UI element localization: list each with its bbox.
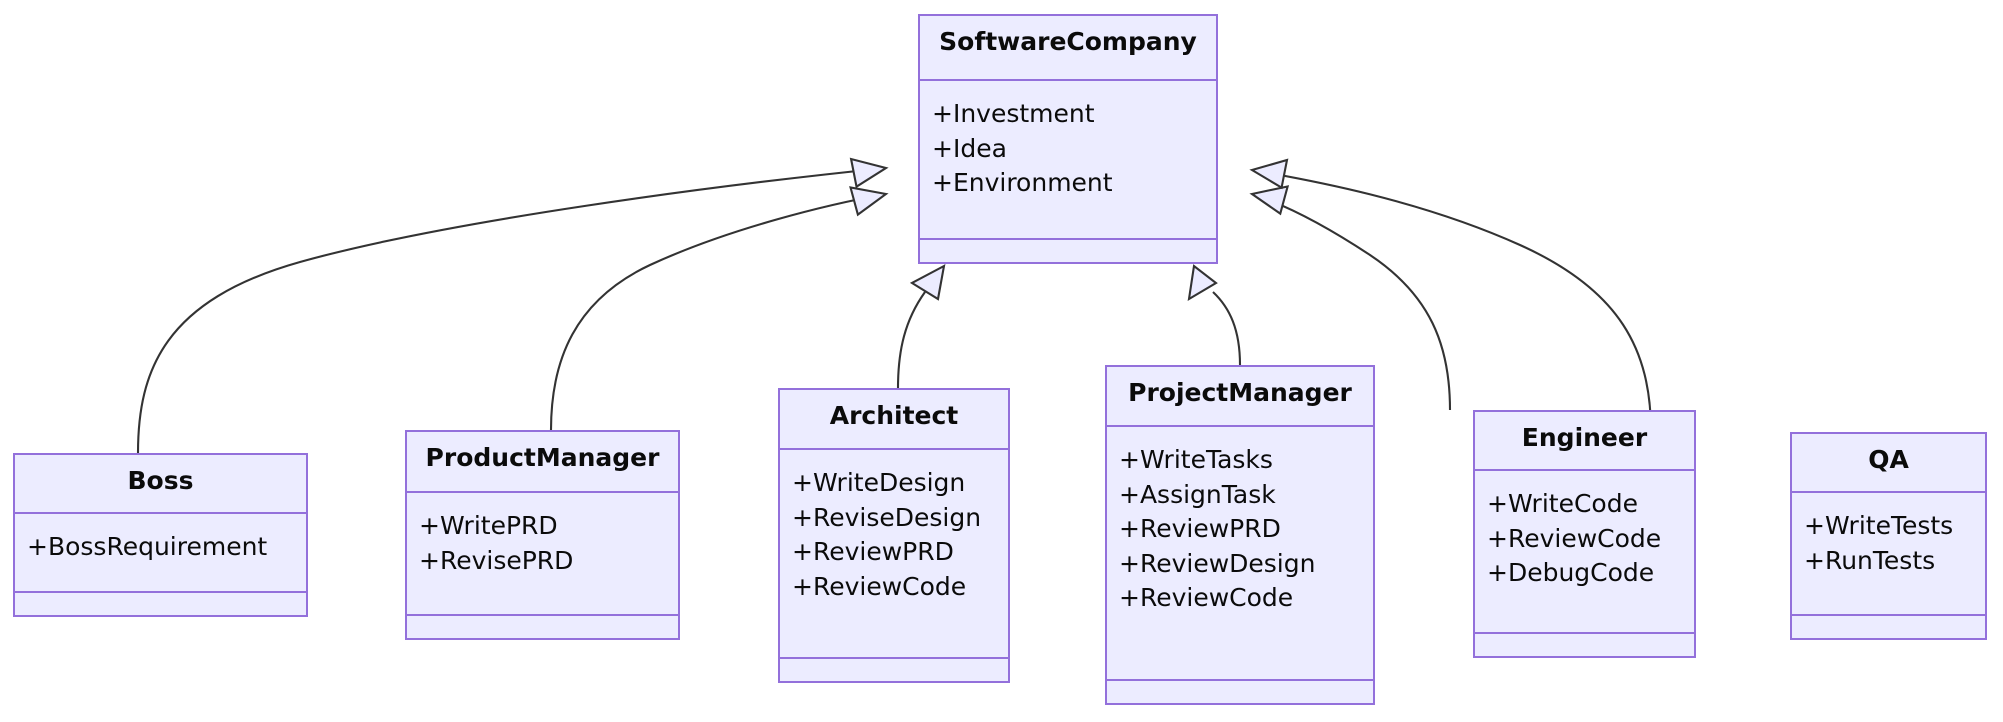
uml-class-engineer[interactable]: Engineer +WriteCode +ReviewCode +DebugCo…: [1473, 410, 1696, 658]
class-attributes-software-company: +Investment +Idea +Environment: [920, 81, 1216, 240]
edge-architect-to-softwarecompany: [896, 264, 946, 389]
class-title-boss: Boss: [15, 455, 306, 514]
attribute-row: +Idea: [932, 133, 1007, 163]
attribute-row: +ReviseDesign: [792, 502, 982, 532]
class-title-engineer: Engineer: [1475, 412, 1694, 471]
edge-boss-to-softwarecompany: [136, 157, 889, 454]
class-methods-software-company: [920, 240, 1216, 262]
class-title-architect: Architect: [780, 390, 1008, 450]
class-attributes-boss: +BossRequirement: [15, 514, 306, 593]
class-methods-engineer: [1475, 634, 1694, 656]
attribute-row: +ReviewPRD: [1119, 514, 1281, 543]
class-methods-product-manager: [407, 616, 678, 638]
uml-class-architect[interactable]: Architect +WriteDesign +ReviseDesign +Re…: [778, 388, 1010, 683]
class-title-qa: QA: [1792, 434, 1985, 493]
attribute-row: +ReviewCode: [1119, 583, 1294, 612]
uml-class-product-manager[interactable]: ProductManager +WritePRD +RevisePRD: [405, 430, 680, 640]
attribute-row: +RunTests: [1804, 545, 1936, 575]
attribute-row: +WriteDesign: [792, 468, 966, 497]
class-methods-project-manager: [1107, 681, 1373, 703]
attribute-row: +WriteCode: [1487, 489, 1638, 518]
class-title-software-company: SoftwareCompany: [920, 16, 1216, 81]
class-title-project-manager: ProjectManager: [1107, 367, 1373, 427]
attribute-row: +WriteTests: [1804, 511, 1954, 540]
class-attributes-engineer: +WriteCode +ReviewCode +DebugCode: [1475, 471, 1694, 634]
class-methods-qa: [1792, 616, 1985, 638]
class-attributes-project-manager: +WriteTasks +AssignTask +ReviewPRD +Revi…: [1107, 427, 1373, 681]
uml-class-software-company[interactable]: SoftwareCompany +Investment +Idea +Envir…: [918, 14, 1218, 264]
edge-projectmanager-to-softwarecompany: [1187, 264, 1242, 366]
class-attributes-product-manager: +WritePRD +RevisePRD: [407, 493, 678, 616]
attribute-row: +BossRequirement: [27, 532, 268, 561]
attribute-row: +WritePRD: [419, 511, 558, 540]
attribute-row: +WriteTasks: [1119, 445, 1273, 474]
attribute-row: +ReviewDesign: [1119, 548, 1316, 578]
class-attributes-architect: +WriteDesign +ReviseDesign +ReviewPRD +R…: [780, 450, 1008, 659]
attribute-row: +AssignTask: [1119, 479, 1276, 509]
class-attributes-qa: +WriteTests +RunTests: [1792, 493, 1985, 616]
uml-class-project-manager[interactable]: ProjectManager +WriteTasks +AssignTask +…: [1105, 365, 1375, 705]
uml-class-boss[interactable]: Boss +BossRequirement: [13, 453, 308, 617]
attribute-row: +Investment: [932, 99, 1095, 128]
attribute-row: +ReviewCode: [792, 571, 967, 601]
uml-class-qa[interactable]: QA +WriteTests +RunTests: [1790, 432, 1987, 640]
class-methods-boss: [15, 593, 306, 615]
class-title-product-manager: ProductManager: [407, 432, 678, 493]
attribute-row: +ReviewCode: [1487, 523, 1662, 553]
attribute-row: +RevisePRD: [419, 545, 574, 575]
class-methods-architect: [780, 659, 1008, 681]
attribute-row: +Environment: [932, 168, 1113, 197]
attribute-row: +DebugCode: [1487, 558, 1655, 587]
attribute-row: +ReviewPRD: [792, 537, 954, 566]
